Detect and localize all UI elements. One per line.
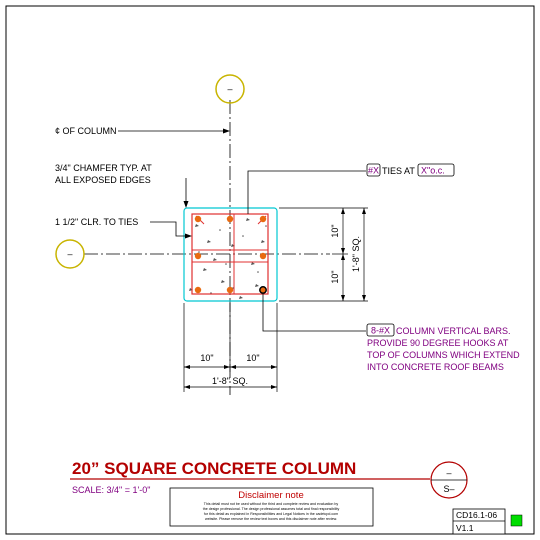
vertical-bars bbox=[194, 215, 267, 294]
leader-centerline bbox=[118, 128, 230, 134]
disclaimer-title: Disclaimer note bbox=[238, 490, 303, 501]
section-marker-bottom: S– bbox=[443, 484, 454, 494]
chamfer-label-line1: 3/4" CHAMFER TYP. AT bbox=[55, 163, 152, 173]
bar bbox=[226, 215, 234, 223]
grid-bubble-top-label: – bbox=[227, 84, 232, 94]
leader-chamfer bbox=[183, 178, 189, 208]
leader-bars bbox=[262, 294, 366, 332]
grid-bubble-top: – bbox=[215, 74, 245, 104]
leader-clearance bbox=[150, 221, 192, 239]
ties-tag: #X bbox=[368, 166, 379, 176]
grid-bubble-left-label: – bbox=[67, 249, 72, 259]
disclaimer-line-1: This detail must not be used without the… bbox=[204, 502, 339, 506]
highlighted-bar bbox=[259, 286, 267, 294]
disclaimer-line-3: for this detail as explained in Responsi… bbox=[204, 512, 338, 516]
bars-label-line1: COLUMN VERTICAL BARS. bbox=[396, 326, 511, 336]
disclaimer-line-2: the design professional. The design prof… bbox=[203, 507, 340, 511]
bar bbox=[259, 215, 267, 223]
bars-tag-box bbox=[366, 323, 395, 337]
bar bbox=[259, 252, 267, 260]
detail-title: 20” SQUARE CONCRETE COLUMN bbox=[72, 459, 356, 478]
dim-half-left: 10" bbox=[200, 353, 213, 363]
section-marker: – S– bbox=[430, 461, 468, 499]
section-marker-top: – bbox=[446, 468, 451, 478]
sheet-border bbox=[5, 5, 535, 535]
ties-at-label: TIES AT bbox=[382, 166, 415, 176]
scale-label: SCALE: 3/4" = 1'-0" bbox=[72, 485, 150, 495]
dim-half-top: 10" bbox=[330, 224, 340, 237]
titleblock-frame bbox=[452, 508, 506, 535]
grid-bubble-left: – bbox=[55, 239, 85, 269]
disclaimer-line-4: website. Please remove the review text b… bbox=[205, 517, 337, 521]
bars-label-line4: INTO CONCRETE ROOF BEAMS bbox=[367, 362, 504, 372]
dim-half-bottom: 10" bbox=[330, 270, 340, 283]
dim-total-horizontal: 1'-8" SQ. bbox=[212, 376, 248, 386]
disclaimer-box bbox=[169, 487, 374, 527]
bar bbox=[194, 252, 202, 260]
dim-half-right: 10" bbox=[246, 353, 259, 363]
bar bbox=[226, 286, 234, 294]
bars-label-line3: TOP OF COLUMNS WHICH EXTEND bbox=[367, 350, 520, 360]
horizontal-dimension-lines bbox=[183, 303, 278, 392]
vertical-dimension-lines bbox=[279, 207, 368, 302]
ties-spacing-box bbox=[417, 163, 455, 177]
centerline-label: ¢ OF COLUMN bbox=[55, 126, 117, 136]
version-label: V1.1 bbox=[456, 523, 474, 533]
column-outline bbox=[183, 207, 278, 302]
ties-tag-box bbox=[366, 163, 381, 177]
dim-total-vertical: 1'-8" SQ. bbox=[351, 236, 361, 272]
bar bbox=[194, 215, 202, 223]
clearance-label: 1 1/2" CLR. TO TIES bbox=[55, 217, 138, 227]
ties-spacing: X"o.c. bbox=[421, 166, 445, 176]
leader-ties bbox=[247, 170, 366, 214]
status-indicator bbox=[510, 514, 523, 527]
detail-number: CD16.1-06 bbox=[456, 510, 497, 520]
concrete-hatch bbox=[189, 218, 267, 299]
chamfer-label-line2: ALL EXPOSED EDGES bbox=[55, 175, 151, 185]
bars-label-line2: PROVIDE 90 DEGREE HOOKS AT bbox=[367, 338, 509, 348]
bar bbox=[194, 286, 202, 294]
tie-inner-horizontal bbox=[191, 249, 269, 263]
bars-tag: 8-#X bbox=[371, 326, 390, 336]
